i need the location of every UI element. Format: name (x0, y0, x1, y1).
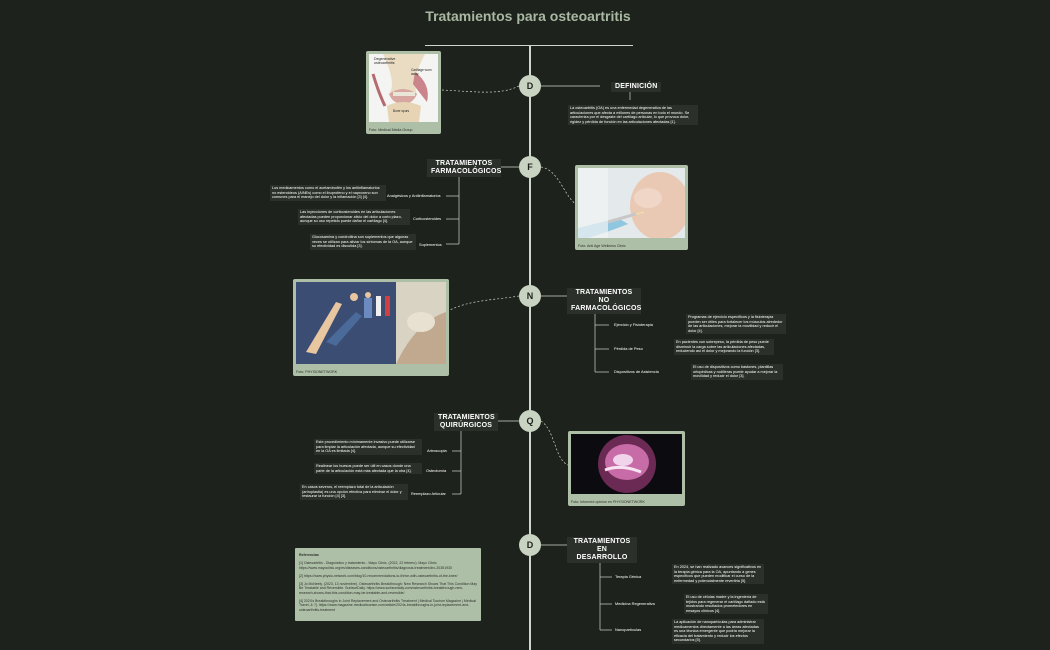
nonpharma-text-exercise: Programas de ejercicio específicos y la … (686, 314, 786, 335)
photo-caption: Foto: PHYSIONETWORK (296, 370, 338, 374)
arthroscopy-image (571, 434, 682, 494)
definition-photo-card[interactable]: Degenerative osteoarthritis Cartilage wo… (366, 51, 441, 134)
reference-item[interactable]: [2] https://www.physio-network.com/blog/… (299, 573, 458, 578)
photo-caption: Foto: Anti Age Wellness Clinic (578, 244, 626, 248)
label-cartilage: Cartilage worn away (411, 68, 432, 76)
knee-anatomy-image: Degenerative osteoarthritis Cartilage wo… (369, 54, 438, 122)
node-pharma[interactable]: F (519, 156, 541, 178)
title-underline (425, 45, 633, 46)
pharma-text-corticosteroids: Las inyecciones de corticosteroides en l… (298, 209, 410, 225)
label-bone-spurs: Bone spurs (393, 109, 410, 113)
surgical-text-osteotomy: Realinear los huesos puede ser útil en c… (314, 463, 422, 475)
development-label-gene[interactable]: Terapia Génica (615, 574, 642, 579)
node-surgical[interactable]: Q (519, 410, 541, 432)
development-title[interactable]: TRATAMIENTOS EN DESARROLLO (567, 537, 637, 563)
development-text-regenerative: El uso de células madre y la ingeniería … (684, 594, 768, 615)
references-box: Referencias [1] Osteoartritis - Diagnóst… (295, 548, 481, 621)
surgical-text-replacement: En casos severos, el reemplazo total de … (300, 484, 408, 500)
definition-text: La osteoartritis (OA) es una enfermedad … (568, 105, 698, 126)
pharma-label-supplements[interactable]: Suplementos (419, 242, 442, 247)
node-development[interactable]: D (519, 534, 541, 556)
nonpharma-label-weight[interactable]: Pérdida de Peso (614, 346, 643, 351)
pharma-label-analgesics[interactable]: Analgésicos y Antiinflamatorios (387, 193, 441, 198)
nonpharma-label-exercise[interactable]: Ejercicio y Fisioterapia (614, 322, 653, 327)
development-text-nano: La aplicación de nanopartículas para adm… (672, 619, 764, 644)
definition-title[interactable]: DEFINICIÓN (611, 82, 662, 92)
nonpharma-label-devices[interactable]: Dispositivos de Asistencia (614, 369, 659, 374)
nonpharma-text-devices: El uso de dispositivos como bastones, pl… (691, 364, 783, 380)
central-spine (529, 46, 531, 650)
surgical-label-arthroscopy[interactable]: Artroscopia (427, 448, 447, 453)
development-label-regenerative[interactable]: Medicina Regenerativa (615, 601, 655, 606)
surgical-photo-card[interactable]: Foto: Informed opinion en PHYSIONETWORK (568, 431, 685, 506)
label-degenerative: Degenerative osteoarthritis (374, 57, 396, 65)
map-title: Tratamientos para osteoartritis (425, 8, 631, 24)
pharma-photo-card[interactable]: Foto: Anti Age Wellness Clinic (575, 165, 690, 250)
nonpharma-title[interactable]: TRATAMIENTOS NO FARMACOLÓGICOS (567, 288, 641, 314)
nonpharma-text-weight: En pacientes con sobrepeso, la pérdida d… (674, 339, 774, 355)
reference-item[interactable]: [3] Jo McNeely. (2023, 13 noviembre). Os… (299, 582, 477, 595)
surgical-text-arthroscopy: Este procedimiento mínimamente invasivo … (314, 439, 422, 455)
pharma-title[interactable]: TRATAMIENTOS FARMACOLÓGICOS (427, 159, 501, 177)
node-nonpharma[interactable]: N (519, 285, 541, 307)
node-definition[interactable]: D (519, 75, 541, 97)
pharma-label-corticosteroids[interactable]: Corticosteroides (413, 216, 442, 221)
photo-caption: Foto: Medical Media Group. (369, 128, 414, 132)
nonpharma-photo-card[interactable]: Foto: PHYSIONETWORK (293, 279, 449, 376)
reference-item[interactable]: [1] Osteoartritis - Diagnóstico y tratam… (299, 561, 452, 570)
pharma-text-analgesics: Los medicamentos como el acetaminofén y … (270, 185, 386, 201)
surgical-label-osteotomy[interactable]: Osteotomía (426, 468, 447, 473)
pharma-text-supplements: Glucosamina y condroitina son suplemento… (310, 234, 416, 250)
surgical-label-replacement[interactable]: Reemplazo Articular (411, 491, 446, 496)
development-text-gene: En 2024, se han realizado avances signif… (672, 564, 764, 585)
references-title: Referencias (299, 553, 319, 557)
exercise-knee-image (296, 282, 446, 364)
development-label-nano[interactable]: Nanopartículas (615, 627, 642, 632)
photo-caption: Foto: Informed opinion en PHYSIONETWORK (571, 500, 645, 504)
surgical-title[interactable]: TRATAMIENTOS QUIRÚRGICOS (434, 413, 498, 431)
reference-item[interactable]: [4] 2024's Breakthroughs in Joint Replac… (299, 599, 476, 612)
injection-image (578, 168, 690, 240)
